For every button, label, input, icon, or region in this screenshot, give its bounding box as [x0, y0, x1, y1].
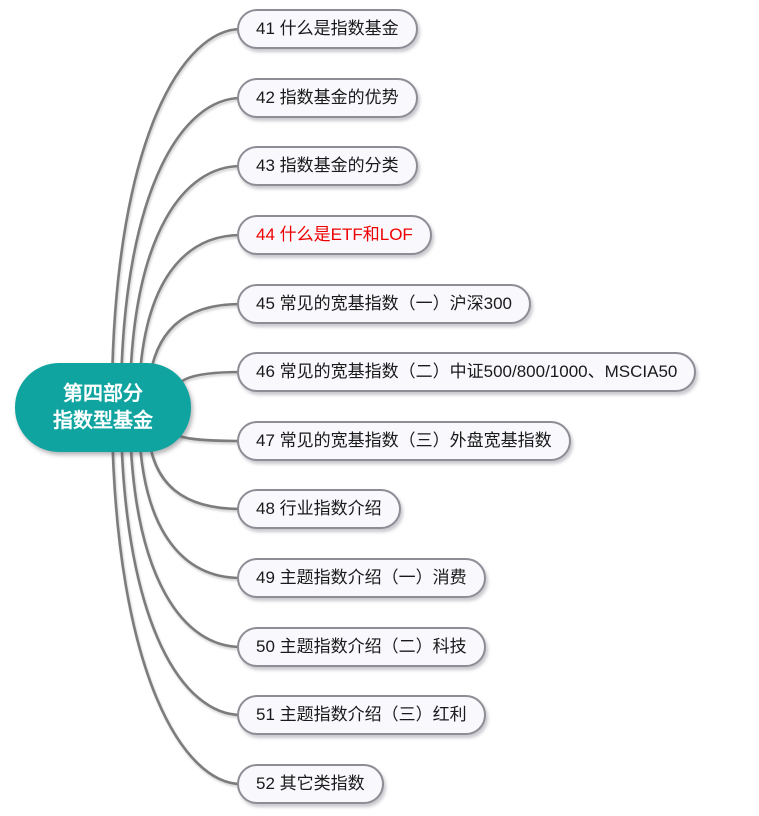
connector-line	[110, 420, 243, 786]
connector-line	[128, 164, 243, 391]
branch-node-50[interactable]: 50 主题指数介绍（二）科技	[237, 627, 486, 667]
branch-node-47[interactable]: 47 常见的宽基指数（三）外盘宽基指数	[237, 421, 571, 461]
branch-node-43[interactable]: 43 指数基金的分类	[237, 146, 418, 186]
branch-node-51[interactable]: 51 主题指数介绍（三）红利	[237, 695, 486, 735]
connector-line	[119, 96, 243, 389]
root-node[interactable]: 第四部分 指数型基金	[15, 363, 191, 452]
branch-node-44[interactable]: 44 什么是ETF和LOF	[237, 215, 432, 255]
branch-node-46[interactable]: 46 常见的宽基指数（二）中证500/800/1000、MSCIA50	[237, 352, 697, 392]
connector-line	[119, 422, 243, 717]
branch-node-45[interactable]: 45 常见的宽基指数（一）沪深300	[237, 284, 531, 324]
connector-line	[137, 233, 243, 393]
branch-node-42[interactable]: 42 指数基金的优势	[237, 78, 418, 118]
branch-node-49[interactable]: 49 主题指数介绍（一）消费	[237, 558, 486, 598]
branch-node-48[interactable]: 48 行业指数介绍	[237, 489, 401, 529]
connector-line	[110, 27, 243, 387]
root-node-title-line1: 第四部分	[63, 382, 143, 405]
branch-node-52[interactable]: 52 其它类指数	[237, 764, 384, 804]
root-node-title-line2: 指数型基金	[53, 409, 153, 432]
connector-line	[137, 426, 243, 580]
branch-node-41[interactable]: 41 什么是指数基金	[237, 9, 418, 49]
connector-line	[128, 424, 243, 649]
